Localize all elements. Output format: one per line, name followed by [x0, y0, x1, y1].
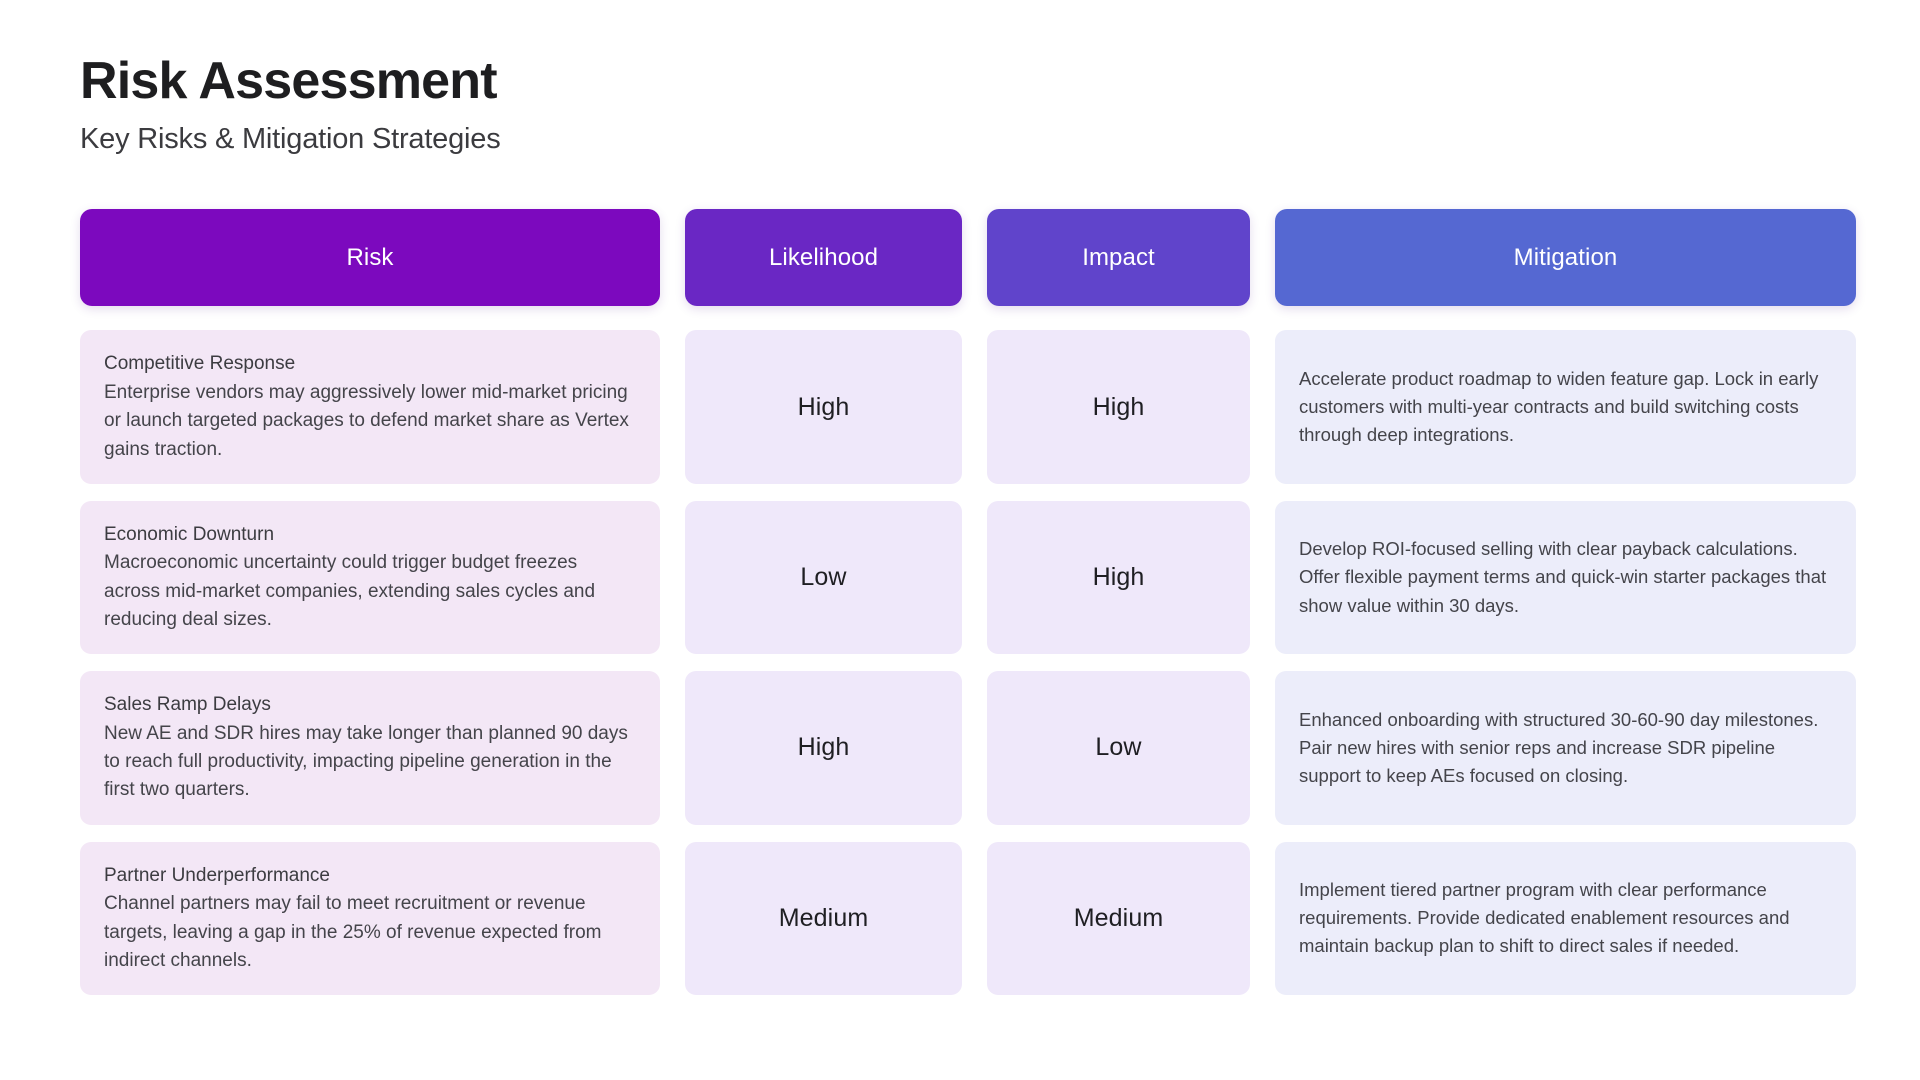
risk-cell[interactable]: Sales Ramp Delays New AE and SDR hires m…	[80, 671, 660, 825]
risk-title: Sales Ramp Delays	[104, 694, 271, 716]
impact-cell[interactable]: High	[987, 500, 1250, 655]
impact-value: High	[1092, 563, 1145, 592]
page-title: Risk Assessment	[80, 52, 498, 110]
column-header-likelihood[interactable]: Likelihood	[685, 209, 962, 307]
mitigation-text: Implement tiered partner program with cl…	[1299, 879, 1790, 957]
risk-description: Macroeconomic uncertainty could trigger …	[104, 552, 596, 630]
risk-description: Channel partners may fail to meet recrui…	[104, 893, 602, 971]
column-header-risk[interactable]: Risk	[80, 209, 660, 307]
impact-value: Medium	[1073, 903, 1164, 932]
impact-value: High	[1092, 392, 1145, 421]
likelihood-cell[interactable]: High	[685, 330, 962, 484]
likelihood-cell[interactable]: Low	[685, 500, 962, 655]
mitigation-text: Develop ROI-focused selling with clear p…	[1299, 538, 1827, 616]
likelihood-value: High	[797, 392, 850, 421]
page-subtitle: Key Risks & Mitigation Strategies	[80, 123, 501, 156]
mitigation-text: Enhanced onboarding with structured 30-6…	[1299, 708, 1819, 787]
risk-cell[interactable]: Competitive Response Enterprise vendors …	[80, 330, 660, 484]
column-header-impact[interactable]: Impact	[987, 209, 1250, 307]
mitigation-cell[interactable]: Develop ROI-focused selling with clear p…	[1275, 500, 1856, 655]
mitigation-cell[interactable]: Accelerate product roadmap to widen feat…	[1275, 330, 1856, 484]
risk-title: Economic Downturn	[104, 523, 275, 545]
likelihood-cell[interactable]: High	[685, 671, 962, 825]
table-row: Competitive Response Enterprise vendors …	[80, 330, 1866, 484]
table-header-row: Risk Likelihood Impact Mitigation	[80, 209, 1866, 307]
likelihood-value: Low	[800, 563, 847, 592]
column-header-mitigation[interactable]: Mitigation	[1275, 209, 1856, 307]
risk-description: Enterprise vendors may aggressively lowe…	[104, 381, 629, 460]
likelihood-value: Medium	[778, 903, 869, 932]
table-row: Sales Ramp Delays New AE and SDR hires m…	[80, 671, 1866, 825]
risk-cell[interactable]: Partner Underperformance Channel partner…	[80, 841, 660, 996]
impact-cell[interactable]: Medium	[987, 841, 1250, 996]
impact-cell[interactable]: Low	[987, 671, 1250, 825]
impact-value: Low	[1095, 733, 1142, 762]
page-header: Risk Assessment Key Risks & Mitigation S…	[80, 52, 1840, 159]
table-row: Economic Downturn Macroeconomic uncertai…	[80, 500, 1866, 655]
risk-assessment-table: Risk Likelihood Impact Mitigation Compet…	[80, 209, 1866, 996]
risk-title: Partner Underperformance	[104, 864, 330, 886]
risk-cell[interactable]: Economic Downturn Macroeconomic uncertai…	[80, 500, 660, 655]
risk-description: New AE and SDR hires may take longer tha…	[104, 722, 628, 801]
mitigation-cell[interactable]: Enhanced onboarding with structured 30-6…	[1275, 671, 1856, 825]
risk-title: Competitive Response	[104, 353, 296, 375]
mitigation-text: Accelerate product roadmap to widen feat…	[1299, 367, 1819, 446]
mitigation-cell[interactable]: Implement tiered partner program with cl…	[1275, 841, 1856, 996]
likelihood-value: High	[797, 733, 850, 762]
impact-cell[interactable]: High	[987, 330, 1250, 484]
likelihood-cell[interactable]: Medium	[685, 841, 962, 996]
table-row: Partner Underperformance Channel partner…	[80, 841, 1866, 996]
